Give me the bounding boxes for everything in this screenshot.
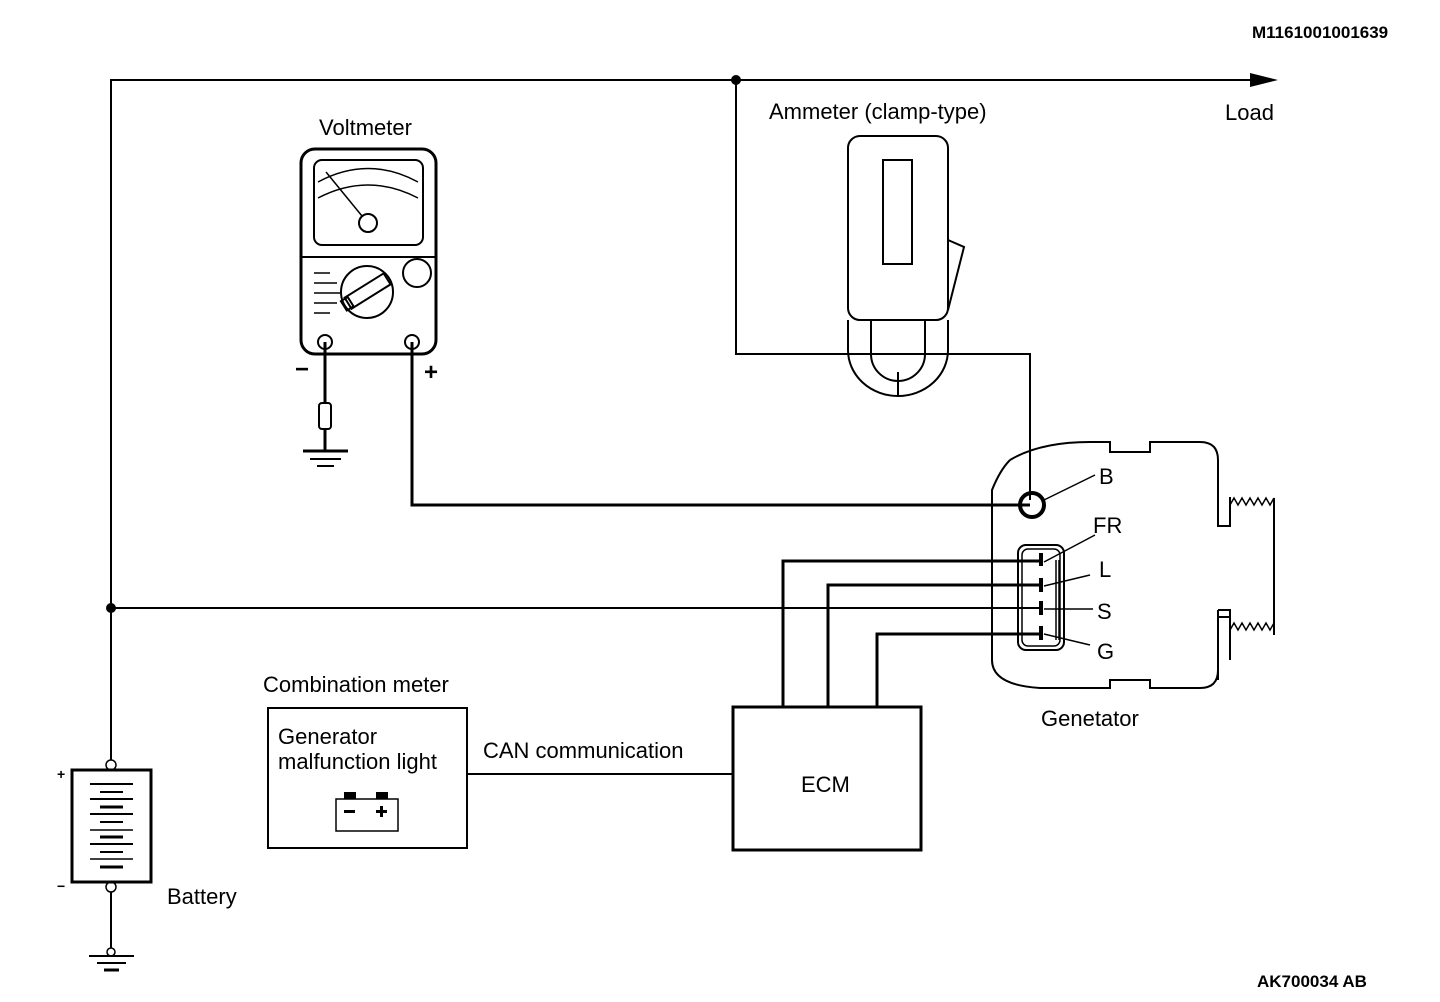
ammeter-branch-wire [735, 80, 1031, 500]
ammeter-label: Ammeter (clamp-type) [769, 99, 987, 124]
ecm: ECM [731, 705, 923, 852]
combination-meter: Combination meter Generator malfunction … [263, 672, 468, 849]
warning-light-label-2: malfunction light [278, 749, 437, 774]
figure-id-bottom: AK700034 AB [1257, 972, 1367, 991]
ecm-label: ECM [801, 772, 850, 797]
terminal-l-label: L [1099, 557, 1111, 582]
generator: B FR L S G Genetator [991, 441, 1275, 731]
terminal-s-label: S [1097, 599, 1112, 624]
combination-meter-label: Combination meter [263, 672, 449, 697]
warning-light-label-1: Generator [278, 724, 377, 749]
battery-minus-label: − [57, 878, 65, 894]
ecm-wires [781, 559, 1041, 707]
voltmeter-plus-label: + [424, 359, 438, 386]
load-label: Load [1225, 100, 1274, 125]
voltmeter: Voltmeter − + [295, 115, 438, 386]
terminal-fr-label: FR [1093, 513, 1122, 538]
battery-plus-label: + [57, 766, 65, 782]
battery: + − Battery [57, 759, 237, 972]
generator-label: Genetator [1041, 706, 1139, 731]
battery-warning-icon [335, 792, 399, 832]
terminal-g-label: G [1097, 639, 1114, 664]
clamp-ammeter: Ammeter (clamp-type) [769, 99, 987, 397]
voltmeter-minus-label: − [295, 356, 309, 383]
figure-id-top: M1161001001639 [1252, 23, 1388, 42]
voltmeter-positive-lead [410, 342, 1030, 507]
s-terminal-wire [106, 603, 1042, 613]
can-label: CAN communication [483, 738, 684, 763]
battery-label: Battery [167, 884, 237, 909]
voltmeter-ground-lead [303, 342, 348, 467]
voltmeter-label: Voltmeter [319, 115, 412, 140]
terminal-b-label: B [1099, 464, 1114, 489]
